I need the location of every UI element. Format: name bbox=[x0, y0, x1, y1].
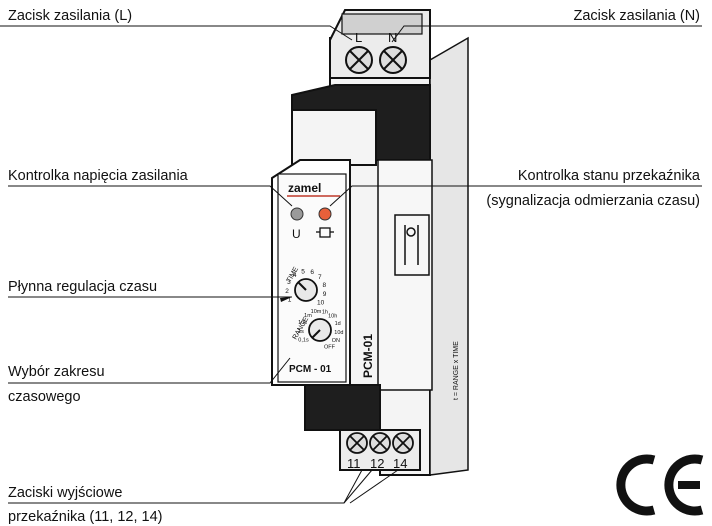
side-wiring-diagram bbox=[394, 214, 430, 276]
led-supply bbox=[290, 207, 304, 221]
label-range-1: Wybór zakresu bbox=[8, 364, 105, 380]
leader-terminal-l bbox=[0, 25, 353, 41]
led-u-mark: U bbox=[292, 227, 301, 241]
brand-logo: zamel bbox=[288, 181, 321, 195]
leader-supply-led bbox=[8, 185, 293, 207]
time-scale-label-0: 1 bbox=[288, 297, 292, 304]
time-scale-label-6: 7 bbox=[318, 274, 322, 281]
device-right-side bbox=[429, 36, 469, 476]
label-relay-led-2: (sygnalizacja odmierzania czasu) bbox=[486, 193, 700, 209]
relay-symbol-icon bbox=[316, 227, 334, 238]
leader-relay-led bbox=[329, 185, 702, 207]
label-supply-led: Kontrolka napięcia zasilania bbox=[8, 168, 188, 184]
label-terminal-n: Zacisk zasilania (N) bbox=[573, 8, 701, 24]
terminal-12-mark: 12 bbox=[370, 456, 384, 471]
ce-mark-icon: CE bbox=[616, 454, 704, 516]
time-scale-label-8: 9 bbox=[323, 291, 327, 298]
screw-14 bbox=[392, 432, 414, 454]
time-scale-label-9: 10 bbox=[317, 299, 325, 306]
label-range-2: czasowego bbox=[8, 389, 81, 405]
time-scale-label-3: 4 bbox=[293, 272, 297, 279]
range-scale-label-7: 1d bbox=[335, 321, 341, 327]
label-outputs-1: Zaciski wyjściowe bbox=[8, 485, 123, 501]
range-scale-label-4: 10m bbox=[311, 309, 322, 315]
screw-N bbox=[379, 46, 407, 74]
screw-11 bbox=[346, 432, 368, 454]
leader-range bbox=[8, 357, 291, 384]
leader-terminal-n bbox=[391, 25, 702, 43]
led-relay bbox=[318, 207, 332, 221]
range-scale-label-8: 10d bbox=[334, 330, 343, 336]
range-scale-label-10: OFF bbox=[324, 344, 336, 350]
label-terminal-l: Zacisk zasilania (L) bbox=[8, 8, 133, 24]
terminal-11-mark: 11 bbox=[347, 456, 361, 471]
range-scale-label-9: ON bbox=[332, 338, 340, 344]
screw-L bbox=[345, 46, 373, 74]
time-scale-label-7: 8 bbox=[322, 282, 326, 289]
time-scale-label-2: 3 bbox=[287, 279, 291, 286]
side-formula: t = RANGE x TIME bbox=[453, 341, 460, 400]
time-scale-label-5: 6 bbox=[310, 269, 314, 276]
terminal-n-mark: N bbox=[388, 30, 397, 45]
time-scale-label-4: 5 bbox=[301, 268, 305, 275]
model-label: PCM - 01 bbox=[289, 364, 332, 375]
terminal-14-mark: 14 bbox=[393, 456, 407, 471]
time-scale-label-1: 2 bbox=[285, 288, 289, 295]
range-scale-label-3: 1m bbox=[304, 313, 312, 319]
range-scale-label-5: 1h bbox=[322, 310, 328, 316]
label-outputs-2: przekaźnika (11, 12, 14) bbox=[8, 509, 163, 525]
terminal-l-mark: L bbox=[355, 30, 362, 45]
screw-12 bbox=[369, 432, 391, 454]
range-scale-label-0: 0,1s bbox=[298, 337, 309, 343]
label-relay-led-1: Kontrolka stanu przekaźnika bbox=[517, 168, 700, 184]
range-scale-label-1: 1s bbox=[298, 329, 304, 335]
range-scale-label-6: 10h bbox=[328, 314, 337, 320]
label-time-adjust: Płynna regulacja czasu bbox=[8, 279, 158, 295]
side-model-label: PCM-01 bbox=[361, 334, 375, 378]
range-scale-label-2: 10s bbox=[298, 320, 307, 326]
